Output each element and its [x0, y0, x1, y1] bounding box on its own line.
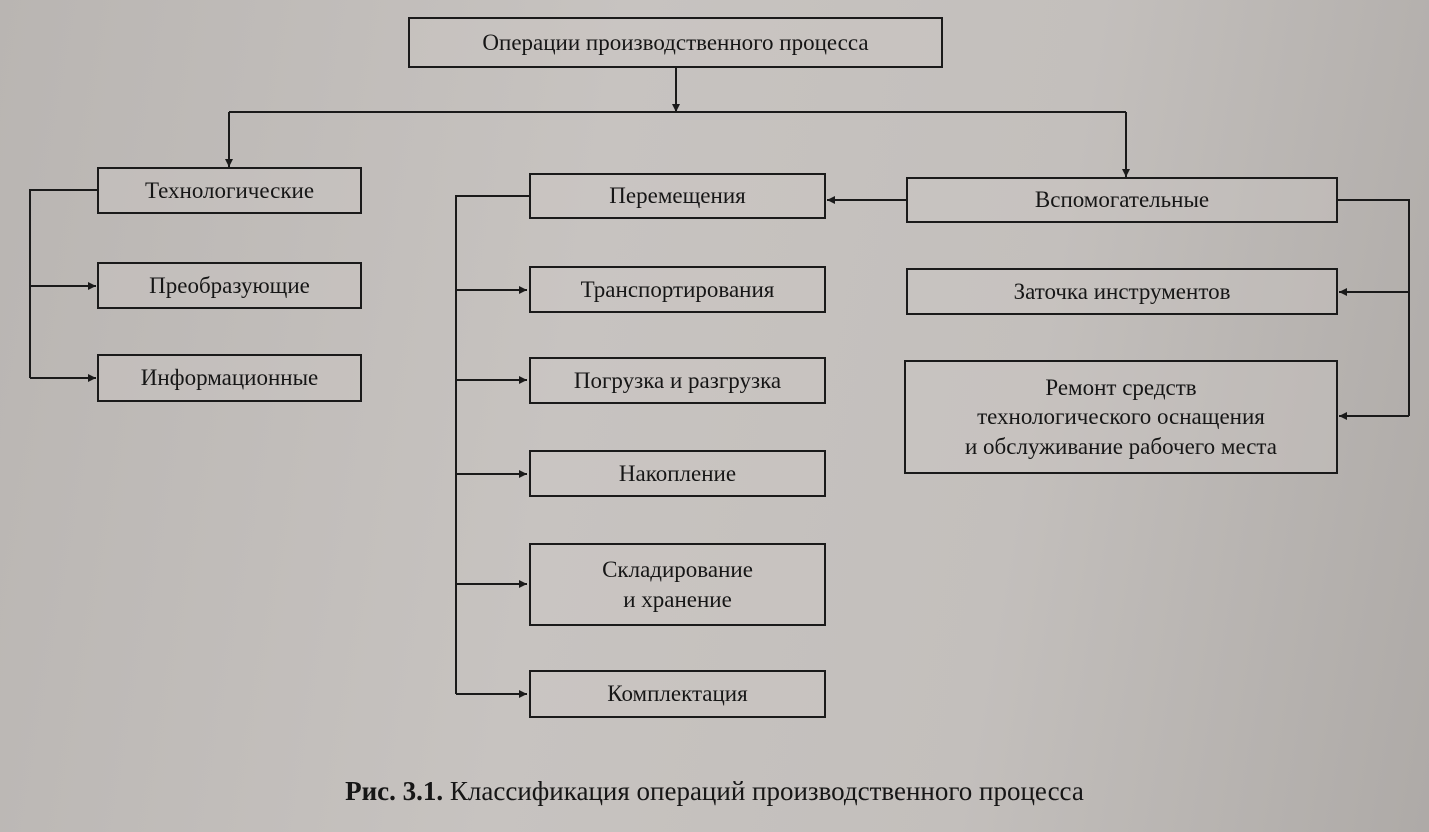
kitting-node: Комплектация: [529, 670, 826, 718]
loading-unloading-node: Погрузка и разгрузка: [529, 357, 826, 404]
technological-node-label: Технологические: [144, 177, 315, 203]
storage-node-label: Складирование и хранение: [602, 557, 753, 612]
transport-node: Транспортирования: [529, 266, 826, 313]
transport-node-label: Транспортирования: [580, 276, 775, 302]
movement-node: Перемещения: [529, 173, 826, 219]
movement-spine: [455, 195, 529, 694]
figure-caption-text: Классификация операций производственного…: [449, 776, 1084, 806]
accumulation-node-label: Накопление: [618, 460, 737, 486]
informational-node: Информационные: [97, 354, 362, 402]
storage-node: Складирование и хранение: [529, 543, 826, 626]
tool-sharpening-node-label: Заточка инструментов: [1013, 278, 1231, 304]
accumulation-node: Накопление: [529, 450, 826, 497]
kitting-node-label: Комплектация: [607, 681, 748, 707]
equipment-repair-node: Ремонт средств технологического оснащени…: [904, 360, 1338, 474]
converting-node-label: Преобразующие: [149, 272, 310, 298]
figure-caption-number: Рис. 3.1.: [345, 776, 444, 806]
auxiliary-node: Вспомогательные: [906, 177, 1338, 223]
auxiliary-spine: [1338, 199, 1410, 416]
root-node-label: Операции производственного процесса: [482, 29, 869, 55]
tool-sharpening-node: Заточка инструментов: [906, 268, 1338, 315]
technological-node: Технологические: [97, 167, 362, 214]
converting-node: Преобразующие: [97, 262, 362, 309]
informational-node-label: Информационные: [140, 365, 319, 391]
technological-spine: [29, 189, 97, 378]
loading-unloading-node-label: Погрузка и разгрузка: [573, 367, 782, 393]
auxiliary-node-label: Вспомогательные: [1034, 187, 1210, 213]
root-node: Операции производственного процесса: [408, 17, 943, 68]
figure-caption: Рис. 3.1. Классификация операций произво…: [0, 776, 1429, 807]
movement-node-label: Перемещения: [609, 183, 746, 209]
equipment-repair-node-label: Ремонт средств технологического оснащени…: [965, 374, 1277, 459]
